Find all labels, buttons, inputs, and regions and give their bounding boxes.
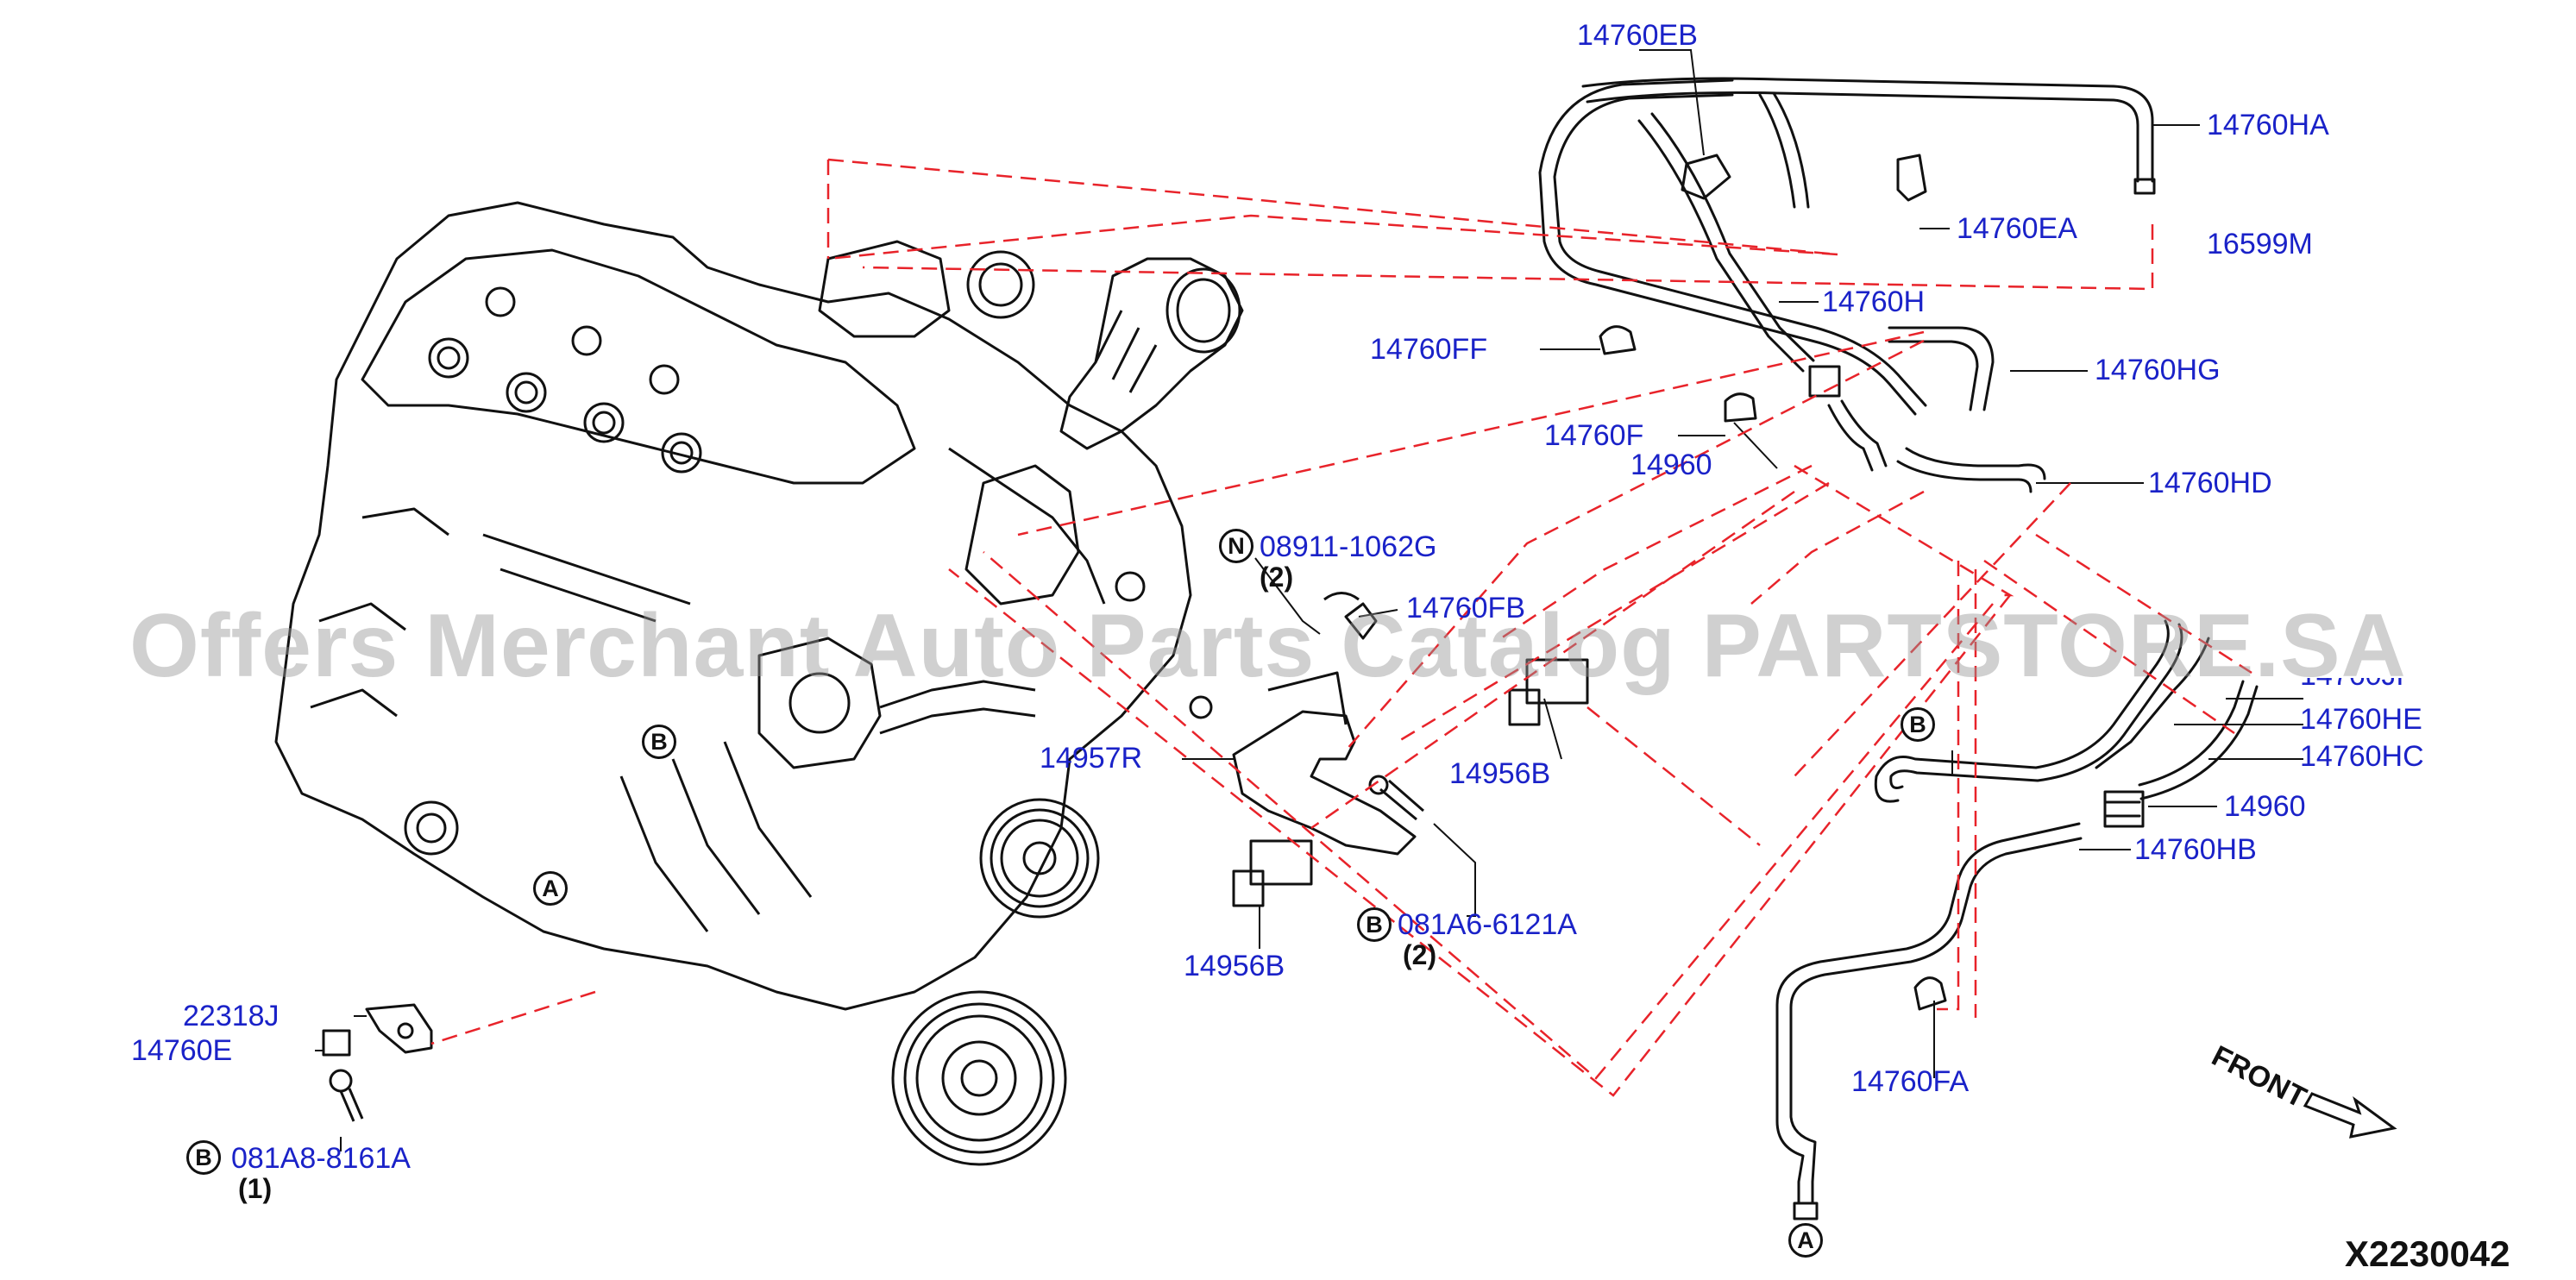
label-22318J[interactable]: 22318J xyxy=(183,1000,280,1032)
qty-081A8: (1) xyxy=(238,1173,273,1204)
label-14760FA[interactable]: 14760FA xyxy=(1851,1065,1970,1098)
marker-B-bracket: B xyxy=(1357,907,1392,942)
label-14760HD[interactable]: 14760HD xyxy=(2148,467,2272,499)
marker-B-engine: B xyxy=(642,725,676,759)
label-14960-lower[interactable]: 14960 xyxy=(2224,790,2306,823)
diagram-code: X2230042 xyxy=(2345,1233,2510,1274)
sensor-14956B-lower xyxy=(1249,839,1313,886)
label-14760F[interactable]: 14760F xyxy=(1544,419,1644,452)
label-14760HC[interactable]: 14760HC xyxy=(2300,740,2424,773)
label-081A8-8161A[interactable]: 081A8-8161A xyxy=(231,1142,411,1175)
label-14760E[interactable]: 14760E xyxy=(131,1034,233,1067)
marker-B-hose: B xyxy=(1901,707,1935,742)
marker-A-hose: A xyxy=(1788,1223,1823,1258)
qty-081A6: (2) xyxy=(1403,939,1437,970)
label-16599M[interactable]: 16599M xyxy=(2207,228,2313,260)
bracket-14957R xyxy=(1232,710,1417,856)
label-14960-upper[interactable]: 14960 xyxy=(1630,449,1712,481)
hose-drawings xyxy=(1538,77,2259,1220)
label-14760EB[interactable]: 14760EB xyxy=(1577,19,1698,52)
marker-B-bolt: B xyxy=(186,1140,221,1175)
engine-drawing xyxy=(274,201,1244,1166)
label-14760HB[interactable]: 14760HB xyxy=(2134,833,2257,866)
label-14760EA[interactable]: 14760EA xyxy=(1957,212,2077,245)
front-arrow xyxy=(2303,1092,2397,1139)
label-14760FF[interactable]: 14760FF xyxy=(1370,333,1488,366)
leader-lines xyxy=(315,49,2303,1151)
bracket-and-sensors xyxy=(322,592,1589,1122)
label-14760HG[interactable]: 14760HG xyxy=(2095,354,2221,386)
label-081A6-6121A[interactable]: 081A6-6121A xyxy=(1398,908,1577,941)
label-08911-1062G[interactable]: 08911-1062G xyxy=(1260,530,1437,563)
label-14760FB[interactable]: 14760FB xyxy=(1406,592,1525,624)
label-14760H[interactable]: 14760H xyxy=(1822,285,1926,318)
label-14760HE[interactable]: 14760HE xyxy=(2300,703,2422,736)
label-14956B-lower[interactable]: 14956B xyxy=(1184,950,1285,982)
label-14760HA[interactable]: 14760HA xyxy=(2207,109,2329,141)
dashed-reference-lines xyxy=(430,158,2252,1097)
qty-08911: (2) xyxy=(1260,562,1294,593)
marker-N: N xyxy=(1219,529,1253,563)
watermark-text: Offers Merchant Auto Parts Catalog PARTS… xyxy=(129,596,2407,696)
sensor-14956B-upper xyxy=(1525,658,1589,705)
label-14957R[interactable]: 14957R xyxy=(1040,742,1143,775)
label-14760JF[interactable]: 14760JF xyxy=(2300,659,2415,692)
label-14956B-upper[interactable]: 14956B xyxy=(1449,757,1551,790)
marker-A-engine: A xyxy=(533,871,568,906)
